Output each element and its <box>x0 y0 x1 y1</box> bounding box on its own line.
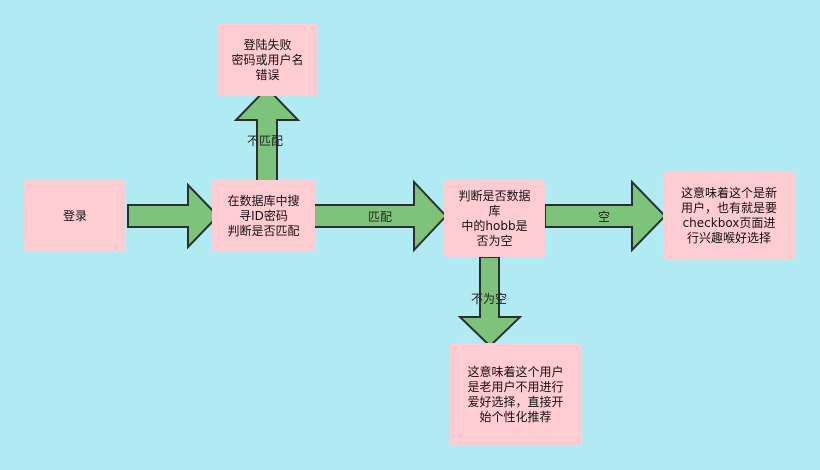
edge-label-not-empty: 不为空 <box>471 292 508 306</box>
arrow-login-to-db <box>127 182 220 250</box>
node-login-failed: 登陆失败 密码或用户名 错误 <box>217 24 318 96</box>
edge-label-empty: 空 <box>598 210 611 224</box>
arrow-db-to-failed <box>233 86 301 182</box>
node-hobby-check: 判断是否数据 库 中的hobb是 否为空 <box>444 180 545 257</box>
arrow-hobby-to-new-user <box>544 179 667 253</box>
node-old-user: 这意味着这个用户 是老用户不用进行 爱好选择，直接开 始个性化推荐 <box>450 343 581 446</box>
arrow-db-to-hobby <box>313 179 448 253</box>
edge-label-match: 匹配 <box>368 210 393 224</box>
arrow-hobby-to-old-user <box>457 256 523 348</box>
node-db-check: 在数据库中搜 寻ID密码 判断是否匹配 <box>212 180 315 252</box>
node-login: 登录 <box>24 180 126 252</box>
edge-label-mismatch: 不匹配 <box>247 134 284 148</box>
node-new-user: 这意味着这个是新 用户，也有就是要 checkbox页面进 行兴趣喉好选择 <box>663 172 795 260</box>
